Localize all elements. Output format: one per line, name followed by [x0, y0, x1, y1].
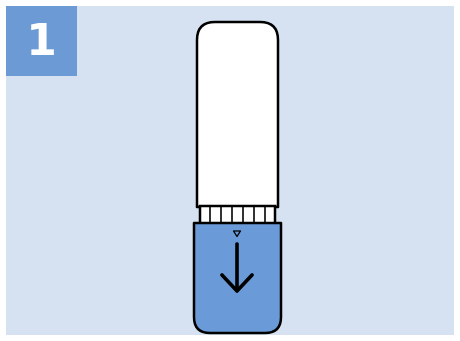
triangle-down-icon [232, 230, 242, 238]
step-number: 1 [26, 15, 57, 66]
pen-body [195, 20, 280, 209]
pen-illustration [192, 20, 283, 335]
instruction-panel: 1 [6, 6, 454, 335]
step-number-badge: 1 [6, 6, 77, 76]
arrow-down-icon [220, 242, 254, 293]
